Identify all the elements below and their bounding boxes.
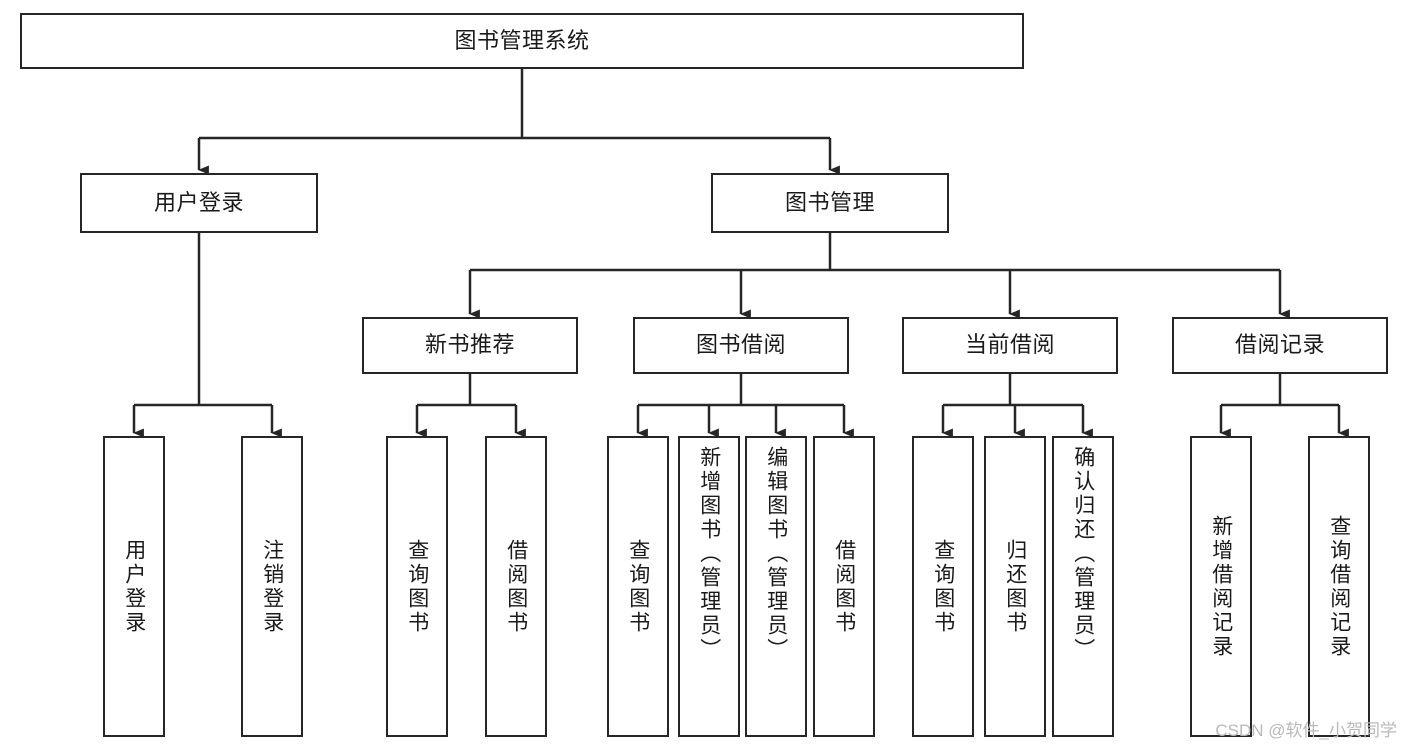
node-new-book-recommend[interactable]: 新书推荐 (362, 317, 578, 374)
node-leaf-add-book-admin[interactable]: 新增图书（管理员） (678, 436, 740, 737)
node-leaf-user-login-label: 用户登录 (122, 538, 146, 635)
node-current-borrow[interactable]: 当前借阅 (902, 317, 1118, 374)
node-user-login-label: 用户登录 (153, 189, 244, 215)
node-leaf-query-books-current-label: 查询图书 (931, 538, 955, 635)
node-leaf-borrow-books-borrow-label: 借阅图书 (832, 538, 856, 635)
node-leaf-query-books-borrow-label: 查询图书 (626, 538, 650, 635)
node-leaf-query-books-borrow[interactable]: 查询图书 (607, 436, 669, 737)
node-leaf-user-login[interactable]: 用户登录 (103, 436, 165, 737)
node-leaf-confirm-return-admin-label: 确认归还（管理员） (1071, 446, 1095, 662)
node-leaf-return-books-label: 归还图书 (1003, 538, 1027, 635)
node-book-management[interactable]: 图书管理 (711, 173, 949, 233)
node-leaf-borrow-books-borrow[interactable]: 借阅图书 (813, 436, 875, 737)
node-borrow-records[interactable]: 借阅记录 (1172, 317, 1388, 374)
node-book-borrow[interactable]: 图书借阅 (633, 317, 849, 374)
node-leaf-query-books-current[interactable]: 查询图书 (912, 436, 974, 737)
node-borrow-records-label: 借阅记录 (1234, 332, 1325, 358)
node-leaf-query-borrow-record[interactable]: 查询借阅记录 (1308, 436, 1370, 737)
node-leaf-query-books-recommend[interactable]: 查询图书 (386, 436, 448, 737)
node-leaf-borrow-books-recommend[interactable]: 借阅图书 (485, 436, 547, 737)
node-book-borrow-label: 图书借阅 (695, 332, 786, 358)
node-leaf-query-borrow-record-label: 查询借阅记录 (1327, 514, 1351, 659)
node-leaf-return-books[interactable]: 归还图书 (984, 436, 1046, 737)
node-leaf-add-book-admin-label: 新增图书（管理员） (697, 446, 721, 662)
node-leaf-query-books-recommend-label: 查询图书 (405, 538, 429, 635)
node-leaf-logout[interactable]: 注销登录 (241, 436, 303, 737)
node-leaf-confirm-return-admin[interactable]: 确认归还（管理员） (1052, 436, 1114, 737)
node-new-book-recommend-label: 新书推荐 (424, 332, 515, 358)
node-current-borrow-label: 当前借阅 (964, 332, 1055, 358)
node-leaf-logout-label: 注销登录 (260, 538, 284, 635)
node-user-login[interactable]: 用户登录 (80, 173, 318, 233)
node-leaf-edit-book-admin-label: 编辑图书（管理员） (764, 446, 788, 662)
node-root-label: 图书管理系统 (454, 27, 590, 53)
node-leaf-borrow-books-recommend-label: 借阅图书 (504, 538, 528, 635)
node-leaf-edit-book-admin[interactable]: 编辑图书（管理员） (745, 436, 807, 737)
csdn-watermark: CSDN @软件_小贺同学 (1215, 721, 1397, 740)
node-book-management-label: 图书管理 (784, 189, 875, 215)
node-leaf-add-borrow-record[interactable]: 新增借阅记录 (1190, 436, 1252, 737)
node-leaf-add-borrow-record-label: 新增借阅记录 (1209, 514, 1233, 659)
node-root[interactable]: 图书管理系统 (20, 13, 1024, 69)
